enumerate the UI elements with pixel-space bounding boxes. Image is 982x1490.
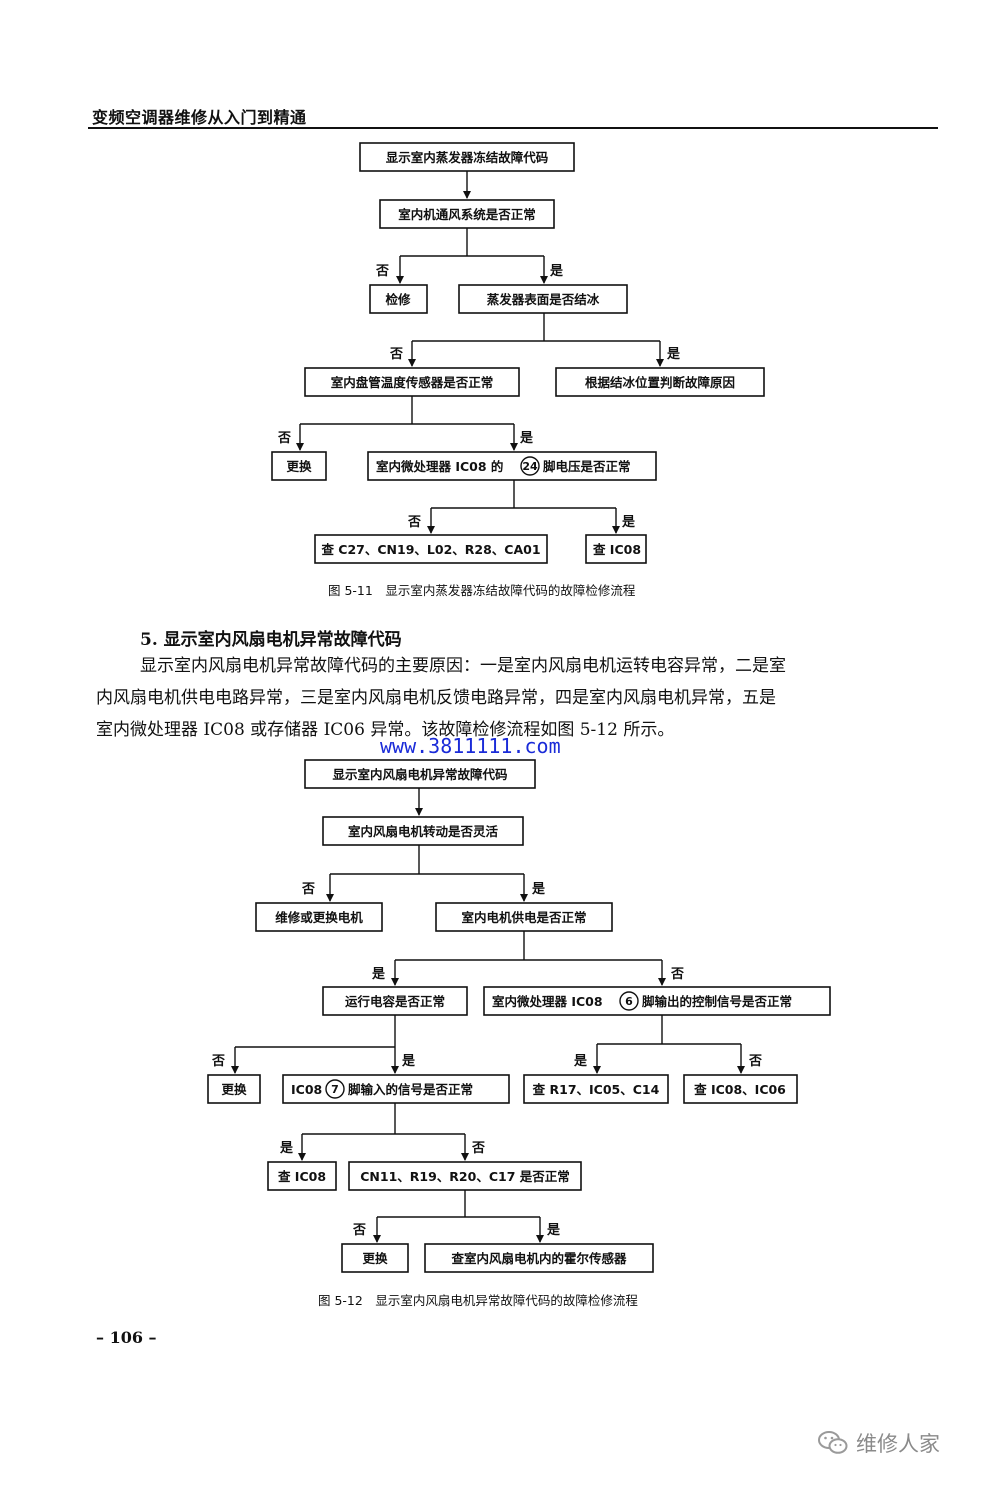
label-no: 否 — [748, 1054, 762, 1069]
brand-watermark: 维修人家 — [818, 1428, 940, 1458]
node-check-r17 — [523, 1074, 669, 1104]
label-no: 否 — [670, 967, 684, 982]
node-judge-by-ice — [555, 367, 765, 397]
text-pin6-suffix: 脚输出的控制信号是否正常 — [642, 994, 792, 1009]
figure-caption-5-11: 图 5-11 显示室内蒸发器冻结故障代码的故障检修流程 — [328, 583, 636, 598]
node-pin7 — [282, 1074, 510, 1104]
text-rotation: 室内风扇电机转动是否灵活 — [348, 824, 499, 839]
text-repair-motor: 维修或更换电机 — [275, 910, 363, 925]
text-repair: 检修 — [385, 292, 411, 307]
text-pin24-number: 24 — [522, 460, 538, 473]
text-coil-sensor: 室内盘管温度传感器是否正常 — [331, 375, 494, 390]
label-no: 否 — [389, 347, 403, 362]
paragraph-line: 显示室内风扇电机异常故障代码的主要原因：一是室内风扇电机运转电容异常，二是室 — [140, 656, 786, 676]
paragraph-line: 室内微处理器 IC08 或存储器 IC06 异常。该故障检修流程如图 5-12 … — [96, 720, 675, 740]
node-repair — [369, 284, 428, 314]
node-start — [304, 759, 536, 789]
brand-name: 维修人家 — [856, 1432, 940, 1456]
pin-number-circle — [520, 456, 540, 476]
text-pin7-suffix: 脚输入的信号是否正常 — [348, 1082, 473, 1097]
label-yes: 是 — [549, 264, 564, 279]
node-replace2 — [341, 1243, 409, 1273]
label-no: 否 — [277, 431, 291, 446]
watermark-url: www.3811111.com — [380, 734, 561, 758]
label-yes: 是 — [401, 1054, 416, 1069]
label-yes: 是 — [666, 347, 681, 362]
section-heading: 5. 显示室内风扇电机异常故障代码 — [140, 630, 402, 650]
node-hall-sensor — [424, 1243, 654, 1273]
label-no: 否 — [301, 882, 315, 897]
text-check-ic08: 查 IC08 — [277, 1169, 326, 1184]
node-pin6 — [483, 986, 831, 1016]
node-check-parts — [314, 534, 548, 564]
figure-caption-5-12: 图 5-12 显示室内风扇电机异常故障代码的故障检修流程 — [318, 1293, 638, 1308]
node-check-ic08 — [267, 1161, 337, 1191]
text-pin7-number: 7 — [331, 1083, 339, 1096]
text-pin6-number: 6 — [625, 995, 633, 1008]
label-no: 否 — [471, 1141, 485, 1156]
node-frost — [458, 284, 628, 314]
label-yes: 是 — [519, 431, 534, 446]
header-divider — [88, 127, 938, 129]
text-check-parts: 查 C27、CN19、L02、R28、CA01 — [320, 542, 540, 557]
node-pin24 — [367, 451, 657, 481]
text-replace2: 更换 — [362, 1251, 388, 1266]
label-yes: 是 — [371, 967, 386, 982]
wechat-icon — [818, 1431, 848, 1454]
node-repair-motor — [255, 902, 383, 932]
label-no: 否 — [375, 264, 389, 279]
text-replace: 更换 — [286, 459, 312, 474]
text-pin7-prefix: IC08 — [291, 1082, 322, 1097]
text-pin24-prefix: 室内微处理器 IC08 的 — [376, 459, 503, 474]
pin-number-circle — [325, 1079, 345, 1099]
label-yes: 是 — [279, 1141, 294, 1156]
label-yes: 是 — [621, 515, 636, 530]
text-pin6-prefix: 室内微处理器 IC08 — [492, 994, 603, 1009]
text-power-supply: 室内电机供电是否正常 — [461, 910, 586, 925]
text-replace: 更换 — [221, 1082, 247, 1097]
flowchart-5-12: 显示室内风扇电机异常故障代码 室内风扇电机转动是否灵活 维修或更换电机 室内电机… — [207, 759, 831, 1273]
label-yes: 是 — [531, 882, 546, 897]
text-ventilation: 室内机通风系统是否正常 — [398, 207, 536, 222]
label-no: 否 — [211, 1054, 225, 1069]
page-number: – 106 – — [96, 1328, 157, 1347]
text-check-ic08: 查 IC08 — [592, 542, 641, 557]
label-yes: 是 — [546, 1223, 561, 1238]
text-judge-by-ice: 根据结冰位置判断故障原因 — [585, 375, 735, 390]
book-title: 变频空调器维修从入门到精通 — [92, 108, 307, 127]
label-no: 否 — [352, 1223, 366, 1238]
node-check-ic08-ic06 — [683, 1074, 798, 1104]
pin-number-circle — [619, 991, 639, 1011]
paragraph-line: 内风扇电机供电电路异常，三是室内风扇电机反馈电路异常，四是室内风扇电机异常，五是 — [96, 688, 776, 708]
text-cn11: CN11、R19、R20、C17 是否正常 — [360, 1169, 570, 1184]
label-yes: 是 — [573, 1054, 588, 1069]
node-replace — [271, 451, 327, 481]
text-start: 显示室内风扇电机异常故障代码 — [332, 767, 507, 782]
text-check-r17: 查 R17、IC05、C14 — [532, 1082, 660, 1097]
text-pin24-suffix: 脚电压是否正常 — [543, 459, 631, 474]
node-replace — [207, 1074, 261, 1104]
flowchart-5-11: 显示室内蒸发器冻结故障代码 室内机通风系统是否正常 检修 蒸发器表面是否结冰 室… — [271, 142, 765, 564]
text-hall-sensor: 查室内风扇电机内的霍尔传感器 — [450, 1251, 627, 1266]
node-check-ic08 — [585, 534, 647, 564]
label-no: 否 — [407, 515, 421, 530]
text-start: 显示室内蒸发器冻结故障代码 — [386, 150, 549, 165]
text-check-ic08-ic06: 查 IC08、IC06 — [693, 1082, 786, 1097]
text-capacitor: 运行电容是否正常 — [345, 994, 445, 1009]
node-rotation — [322, 816, 524, 846]
text-frost: 蒸发器表面是否结冰 — [487, 292, 600, 307]
